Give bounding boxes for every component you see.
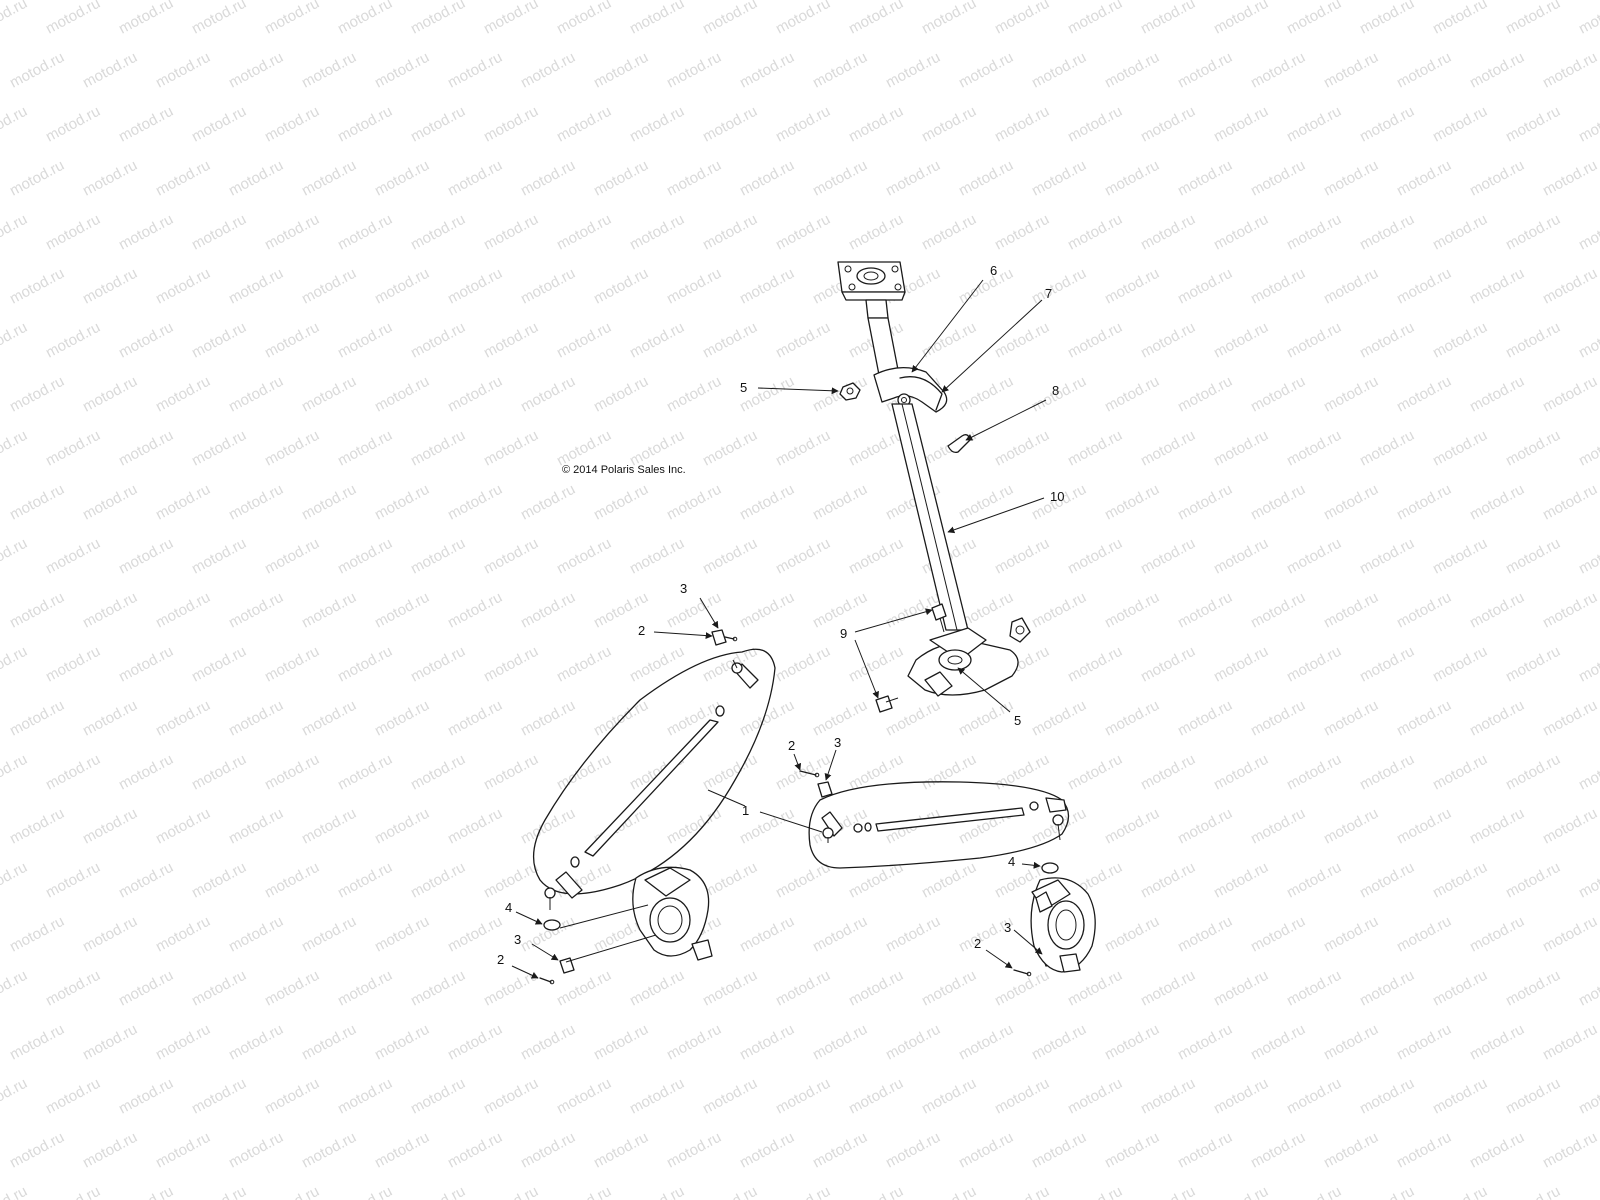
callout-5-lower: 5 [1014,713,1021,728]
left-tie-rod-assembly [532,629,776,985]
callout-10: 10 [1050,489,1064,504]
right-steering-knuckle [1030,877,1096,973]
callout-2-right-upper: 2 [788,738,795,753]
steering-column [837,261,1031,713]
callout-labels: 6 7 5 8 10 9 5 3 2 1 3 2 4 3 2 4 3 2 [497,263,1064,967]
callout-1: 1 [742,803,749,818]
callout-9: 9 [840,626,847,641]
callout-5-upper: 5 [740,380,747,395]
left-steering-knuckle [559,866,713,963]
callout-7: 7 [1045,286,1052,301]
callout-3-bottom-right: 3 [1004,920,1011,935]
callout-2-top-left: 2 [638,623,645,638]
callout-3-bottom-left: 3 [514,932,521,947]
copyright-text: © 2014 Polaris Sales Inc. [562,464,686,476]
callout-4-left: 4 [505,900,512,915]
callout-2-bottom-left: 2 [497,952,504,967]
callout-6: 6 [990,263,997,278]
callout-3-right-upper: 3 [834,735,841,750]
callout-8: 8 [1052,383,1059,398]
leader-lines [511,279,1047,979]
callout-4-right: 4 [1008,854,1015,869]
callout-2-bottom-right: 2 [974,936,981,951]
callout-3-top-left: 3 [680,581,687,596]
